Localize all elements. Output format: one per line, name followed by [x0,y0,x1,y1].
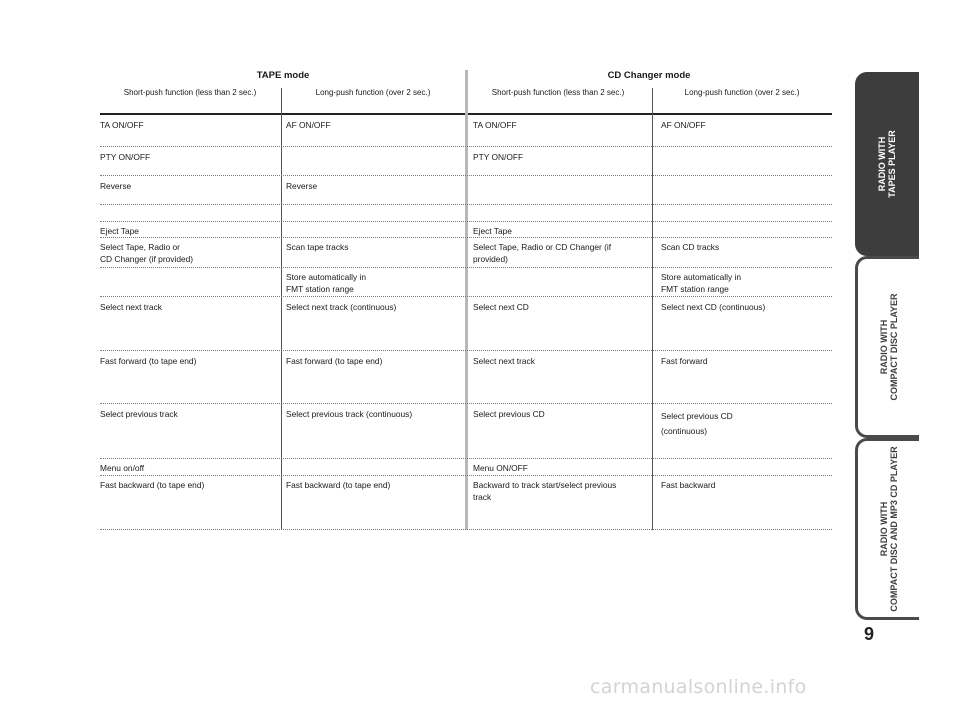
table-row: Eject Tape Eject Tape [100,222,832,238]
tab-label-line: TAPES PLAYER [887,130,897,198]
table-cell: Fast forward [661,356,708,366]
table-cell: Select previous CD (continuous) [661,411,733,436]
table-row: Menu on/off Menu ON/OFF [100,459,832,476]
row-rule [100,146,832,147]
table-cell: Select next track (continuous) [286,302,397,312]
tab-label-line: RADIO WITH [878,501,889,557]
table-cell: Reverse [286,181,318,191]
table-cell: Select next CD (continuous) [661,302,766,312]
row-rule [100,267,832,268]
table-cell: Fast backward [661,480,716,490]
table-cell: Select previous track (continuous) [286,409,413,419]
table-cell: Reverse [100,181,132,191]
table-cell: Select next track [473,356,535,366]
table-cell: Backward to track start/select previous … [473,480,617,502]
row-rule [100,296,832,297]
tab-label-line: RADIO WITH [877,136,887,192]
table-row: Reverse Reverse [100,176,832,205]
tab-radio-tapes-player[interactable]: RADIO WITH TAPES PLAYER [855,72,919,256]
table-row: Select next track Select next track (con… [100,297,832,351]
row-rule [100,475,832,476]
table-cell: Menu ON/OFF [473,463,528,473]
watermark: carmanualsonline.info [590,676,807,698]
table-row: PTY ON/OFF PTY ON/OFF [100,147,832,176]
table-cell: AF ON/OFF [661,120,706,130]
row-rule [100,403,832,404]
table-cell: Select previous track [100,409,178,419]
row-rule [100,175,832,176]
table-cell: Scan CD tracks [661,242,720,252]
table-cell: Store automatically in FMT station range [286,272,367,294]
table-cell: Eject Tape [473,226,512,236]
column-divider [281,88,282,530]
table-row [100,205,832,222]
tab-label: RADIO WITH COMPACT DISC PLAYER [879,293,899,400]
row-rule [100,350,832,351]
table-row: Store automatically in FMT station range… [100,268,832,297]
table-row: Select previous track Select previous tr… [100,404,832,459]
tab-label-line: COMPACT DISC PLAYER [888,293,899,401]
row-rule [100,221,832,222]
col-header-cd-short: Short-push function (less than 2 sec.) [491,88,625,97]
col-header-tape-short: Short-push function (less than 2 sec.) [123,88,257,97]
table-cell: Select Tape, Radio or CD Changer (if pro… [100,242,194,264]
tape-mode-title: TAPE mode [256,70,310,81]
tab-radio-compact-disc-mp3-player[interactable]: RADIO WITH COMPACT DISC AND MP3 CD PLAYE… [855,438,919,620]
page-number: 9 [863,624,874,644]
row-rule [100,458,832,459]
table-row: Fast backward (to tape end) Fast backwar… [100,476,832,530]
table-cell: Fast forward (to tape end) [286,356,383,366]
col-header-tape-long: Long-push function (over 2 sec.) [315,88,431,97]
mode-divider [465,70,468,530]
row-rule [100,237,832,238]
table-cell: Fast backward (to tape end) [286,480,391,490]
row-rule [100,529,832,530]
tab-label-line: RADIO WITH [878,319,889,375]
table-cell: Select previous CD [473,409,545,419]
table-cell: Menu on/off [100,463,145,473]
table-row: TA ON/OFF AF ON/OFF TA ON/OFF AF ON/OFF [100,115,832,147]
table-cell: Fast forward (to tape end) [100,356,197,366]
table-cell: Select Tape, Radio or CD Changer (if pro… [473,242,612,264]
tab-label: RADIO WITH COMPACT DISC AND MP3 CD PLAYE… [879,446,899,611]
table-cell: Eject Tape [100,226,139,236]
tab-radio-compact-disc-player[interactable]: RADIO WITH COMPACT DISC PLAYER [855,256,919,438]
tab-label-line: COMPACT DISC AND MP3 CD PLAYER [888,446,899,612]
column-divider [652,88,653,530]
tab-label: RADIO WITH TAPES PLAYER [877,130,897,198]
table-cell: PTY ON/OFF [473,152,524,162]
cd-changer-mode-title: CD Changer mode [607,70,691,81]
table-cell: TA ON/OFF [473,120,517,130]
table-cell: Fast backward (to tape end) [100,480,205,490]
table-row: Select Tape, Radio or CD Changer (if pro… [100,238,832,268]
table-cell: Store automatically in FMT station range [661,272,742,294]
table-cell: Select next CD [473,302,529,312]
table-cell: AF ON/OFF [286,120,331,130]
table-row: Fast forward (to tape end) Fast forward … [100,351,832,404]
table-cell: Scan tape tracks [286,242,349,252]
table-cell: TA ON/OFF [100,120,144,130]
table-cell: Select next track [100,302,162,312]
row-rule [100,204,832,205]
col-header-cd-long: Long-push function (over 2 sec.) [684,88,800,97]
table-cell: PTY ON/OFF [100,152,151,162]
